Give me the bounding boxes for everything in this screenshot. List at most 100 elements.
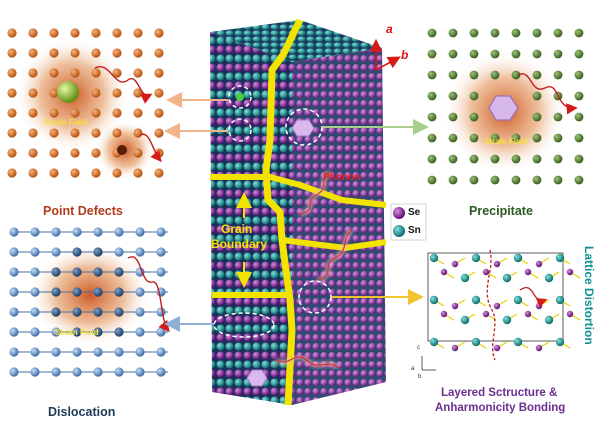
legend-se-atom bbox=[393, 207, 405, 219]
lattice-atom bbox=[30, 367, 40, 377]
lattice-atom bbox=[72, 307, 82, 317]
dopant-atom bbox=[236, 93, 244, 101]
dislocation-marker bbox=[213, 312, 275, 338]
strain-field-label: Strain Field bbox=[44, 118, 88, 127]
lattice-atom bbox=[532, 112, 542, 122]
lattice-distortion-label: Lattice Distortion bbox=[582, 246, 596, 345]
phonon-wave bbox=[139, 133, 162, 163]
green-atom-grid bbox=[427, 28, 584, 185]
lattice-atom bbox=[553, 133, 563, 143]
precipitate-hexagon-bottom bbox=[246, 369, 268, 387]
layered-axis-c: c bbox=[417, 345, 420, 351]
lattice-atom bbox=[511, 28, 521, 38]
lattice-atom bbox=[91, 68, 101, 78]
layered-axis-a: a bbox=[411, 366, 415, 372]
axis-b-arrow bbox=[375, 56, 401, 71]
lattice-atom bbox=[9, 227, 19, 237]
layer-marker bbox=[298, 280, 332, 314]
lattice-atom bbox=[448, 28, 458, 38]
lattice-atom bbox=[70, 108, 80, 118]
lattice-atom bbox=[469, 133, 479, 143]
phonon-wave bbox=[519, 287, 548, 308]
lattice-atom bbox=[448, 175, 458, 185]
layer-atom bbox=[440, 268, 448, 276]
dislocation-panel bbox=[9, 227, 170, 377]
lattice-atom bbox=[553, 175, 563, 185]
lattice-atom bbox=[9, 287, 19, 297]
lattice-atom bbox=[553, 28, 563, 38]
lattice-atom bbox=[133, 148, 143, 158]
precipitate-hexagon bbox=[488, 95, 519, 121]
lattice-atom bbox=[51, 367, 61, 377]
lattice-atom bbox=[133, 48, 143, 58]
lattice-atom bbox=[469, 70, 479, 80]
vacancy-site bbox=[117, 145, 127, 155]
lattice-atom bbox=[114, 307, 124, 317]
lattice-atom bbox=[70, 48, 80, 58]
lattice-atom bbox=[156, 327, 166, 337]
lattice-atom bbox=[574, 154, 584, 164]
lattice-atom bbox=[70, 68, 80, 78]
defect-marker bbox=[228, 85, 252, 109]
lattice-atom bbox=[490, 154, 500, 164]
lattice-atom bbox=[469, 28, 479, 38]
lattice-atom bbox=[511, 70, 521, 80]
precipitate-marker bbox=[285, 108, 323, 146]
layer-atom bbox=[471, 337, 481, 347]
layer-atom bbox=[555, 337, 565, 347]
lattice-atom bbox=[448, 49, 458, 59]
legend-sn-label: Sn bbox=[408, 225, 421, 236]
lattice-atom bbox=[427, 28, 437, 38]
lattice-atom bbox=[156, 247, 166, 257]
lattice-atom bbox=[28, 68, 38, 78]
crystal-column bbox=[210, 18, 401, 406]
lattice-atom bbox=[469, 49, 479, 59]
lattice-atom bbox=[490, 49, 500, 59]
lattice-atom bbox=[51, 227, 61, 237]
lattice-atom bbox=[9, 367, 19, 377]
phonon-label: Phonon bbox=[323, 172, 361, 183]
lattice-atom bbox=[135, 227, 145, 237]
lattice-atom bbox=[28, 88, 38, 98]
layer-atom bbox=[544, 273, 554, 283]
grain-label-line1: Grain bbox=[221, 222, 253, 236]
lattice-atom bbox=[93, 287, 103, 297]
lattice-atom bbox=[28, 48, 38, 58]
lattice-atom bbox=[114, 267, 124, 277]
lattice-atom bbox=[511, 133, 521, 143]
lattice-atom bbox=[532, 175, 542, 185]
lattice-atom bbox=[490, 28, 500, 38]
lattice-atom bbox=[72, 247, 82, 257]
lattice-atom bbox=[30, 347, 40, 357]
layer-atom bbox=[460, 273, 470, 283]
lattice-atom bbox=[574, 70, 584, 80]
lattice-atom bbox=[7, 28, 17, 38]
lattice-atom bbox=[553, 112, 563, 122]
lattice-atom bbox=[30, 307, 40, 317]
layer-atom bbox=[451, 302, 459, 310]
lattice-atom bbox=[72, 327, 82, 337]
lattice-atom bbox=[91, 148, 101, 158]
layer-atom bbox=[524, 268, 532, 276]
lattice-atom bbox=[30, 227, 40, 237]
lattice-atom bbox=[112, 108, 122, 118]
lattice-atom bbox=[469, 154, 479, 164]
lattice-atom bbox=[51, 247, 61, 257]
lattice-atom bbox=[448, 70, 458, 80]
unit-cell bbox=[427, 252, 564, 342]
lattice-atom bbox=[574, 49, 584, 59]
lattice-atom bbox=[9, 307, 19, 317]
column-side-face bbox=[292, 48, 386, 405]
lattice-atom bbox=[114, 367, 124, 377]
lattice-atom bbox=[154, 28, 164, 38]
lattice-atom bbox=[30, 247, 40, 257]
lattice-atom bbox=[28, 28, 38, 38]
lattice-atom bbox=[93, 347, 103, 357]
lattice-atom bbox=[72, 367, 82, 377]
lattice-atom bbox=[9, 247, 19, 257]
lattice-atom bbox=[72, 267, 82, 277]
layer-atom bbox=[513, 253, 523, 263]
lattice-atom bbox=[49, 68, 59, 78]
layer-atom bbox=[566, 268, 574, 276]
